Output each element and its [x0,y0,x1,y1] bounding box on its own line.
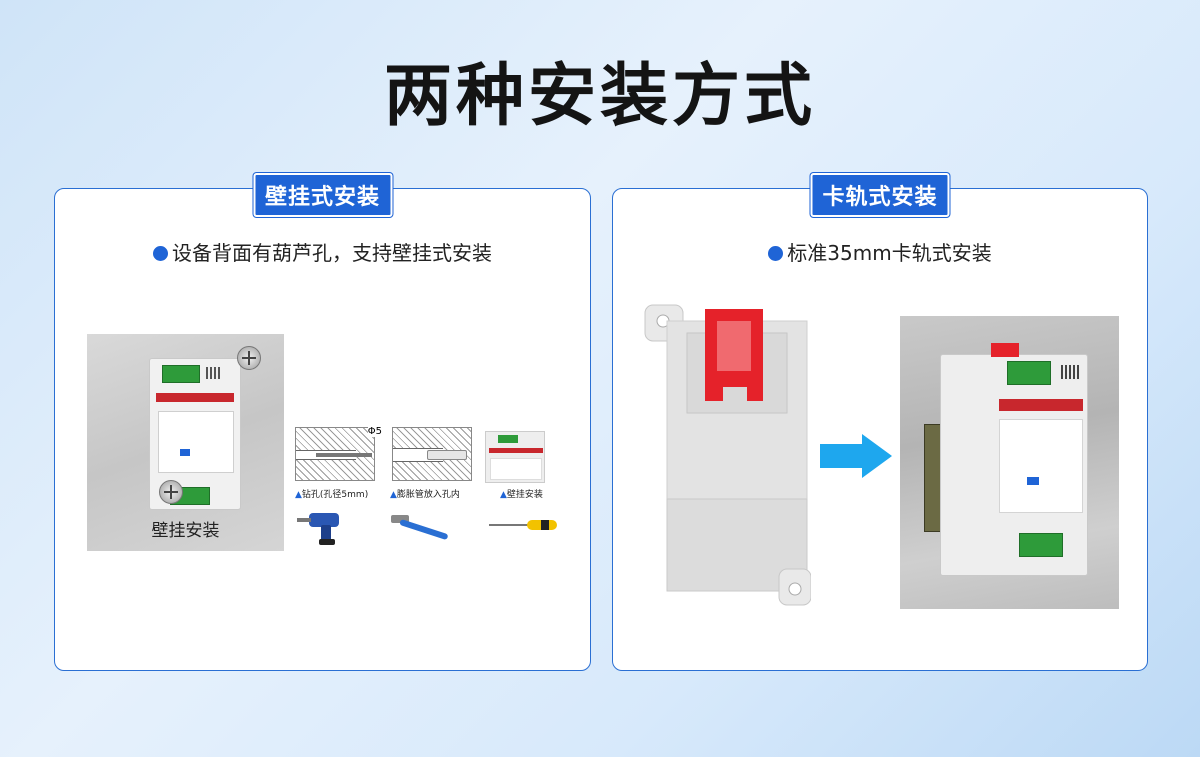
bullet-dot-icon [768,246,784,261]
screw-icon [159,480,183,504]
screw-icon [237,346,261,370]
bullet-dot-icon [153,246,168,261]
step-label-mount: ▲壁挂安装 [500,490,543,500]
wall-mount-photo: 壁挂安装 [87,334,284,551]
din-rail-description: 标准35mm卡轨式安装 [613,237,1147,266]
rail-device-body [940,343,1088,576]
drill-size-label: Φ5 [367,426,382,437]
drill-hole-illustration: Φ5 [295,426,382,481]
hammer-icon [391,515,448,540]
electric-drill-icon [297,513,339,545]
step-label-anchor: ▲膨胀管放入孔内 [390,490,460,500]
din-rail-card: 卡轨式安装 标准35mm卡轨式安装 [612,173,1148,671]
page-title: 两种安装方式 [383,57,816,136]
wall-mount-tag: 壁挂式安装 [252,173,393,217]
step-label-drill: ▲钻孔(孔径5mm) [295,490,369,500]
din-rail-photo [900,316,1119,609]
wall-mount-photo-caption: 壁挂安装 [151,521,220,541]
arrow-right-icon [820,434,892,478]
device-back-illustration [644,304,811,606]
wall-mount-description: 设备背面有葫芦孔，支持壁挂式安装 [55,237,590,266]
wall-mount-card: 壁挂式安装 设备背面有葫芦孔，支持壁挂式安装 壁挂安装 Φ5 ▲钻孔(孔径5mm… [54,173,591,671]
anchor-illustration [392,427,472,481]
din-rail-tag: 卡轨式安装 [810,173,950,217]
mounted-device-thumbnail [485,431,545,483]
screwdriver-icon [489,520,557,530]
